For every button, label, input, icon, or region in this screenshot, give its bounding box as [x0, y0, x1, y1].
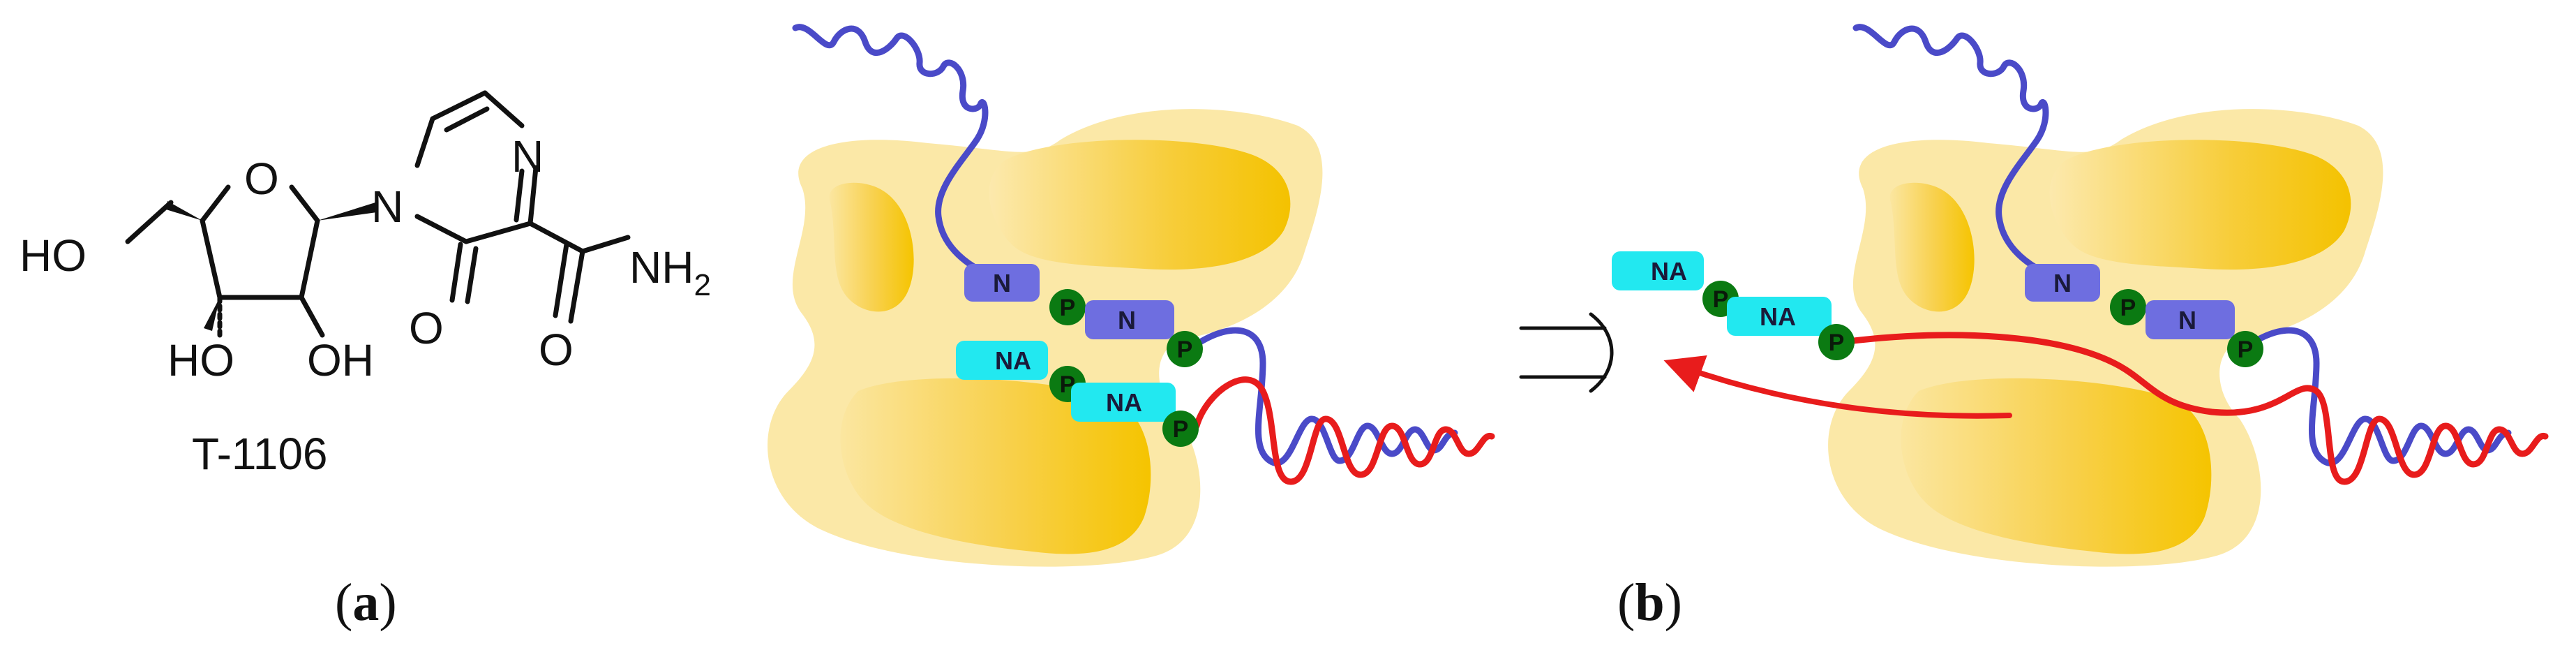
atom-nh: NH — [629, 242, 694, 293]
enzyme-lobe-lower — [840, 378, 1151, 554]
scene-left-incorporation: N P N P NA P NA P — [767, 24, 1495, 567]
panel-label-b: (b) — [1617, 573, 1682, 632]
wedge-bond-c2 — [204, 297, 220, 331]
nucleotide-box-right-1: N P — [2025, 264, 2146, 325]
panel-a-structure: HO O N N O O NH2 HO OH T-1106 (a) — [20, 90, 711, 632]
product-strand-left — [1193, 376, 1495, 485]
enzyme-lobe-upper-left-r — [1889, 182, 1975, 312]
scene-right-release: N P N P NA P NA P — [1612, 24, 2549, 567]
svg-text:NA: NA — [1106, 388, 1142, 417]
atom-ho-left: HO — [20, 230, 87, 281]
nucleotide-box-right-2: N P — [2146, 300, 2263, 367]
enzyme-lobe-upper-left — [829, 182, 914, 312]
svg-text:N: N — [2053, 269, 2072, 297]
molecule-atoms: HO O N N O O NH2 HO OH — [20, 131, 711, 385]
molecule-bonds — [125, 90, 631, 339]
product-strand-right — [1839, 332, 2549, 485]
enzyme-lobe-upper-right-r — [2049, 140, 2351, 270]
svg-text:P: P — [1173, 416, 1189, 443]
svg-text:P: P — [2238, 337, 2254, 363]
svg-text:P: P — [2120, 295, 2136, 321]
svg-text:N: N — [2178, 306, 2196, 334]
nucleotide-box-left-1: N P — [964, 264, 1086, 325]
atom-oh-bottom: OH — [307, 335, 374, 385]
template-strand-right-tail — [2250, 327, 2512, 466]
enzyme-lobe-upper-right — [989, 140, 1291, 270]
svg-text:P: P — [1713, 286, 1729, 313]
atom-nh2-subscript: 2 — [694, 268, 710, 302]
svg-text:P: P — [1060, 295, 1076, 321]
release-arrow — [1663, 355, 2012, 419]
analog-box-left-1: NA P — [956, 341, 1086, 402]
analog-box-left-2: NA P — [1071, 383, 1199, 447]
wedge-bond-c1 — [317, 202, 377, 221]
atom-ring-o: O — [244, 154, 279, 204]
enzyme-lobe-lower-r — [1901, 378, 2212, 554]
svg-text:N: N — [1118, 306, 1136, 334]
svg-text:N: N — [993, 269, 1011, 297]
panel-label-a: (a) — [335, 573, 397, 632]
svg-text:P: P — [1177, 337, 1193, 363]
atom-n4: N — [511, 131, 544, 182]
implies-arrow — [1519, 312, 1614, 393]
released-analog-box-1: NA P — [1612, 251, 1739, 317]
svg-text:NA: NA — [995, 346, 1031, 375]
compound-name: T-1106 — [192, 429, 328, 479]
svg-text:NA: NA — [1760, 302, 1796, 331]
nucleotide-box-left-2: N P — [1085, 300, 1203, 367]
template-strand-right — [1852, 24, 2049, 276]
svg-text:P: P — [1829, 330, 1845, 356]
atom-amide-o: O — [539, 325, 574, 375]
template-strand-left-tail — [1197, 327, 1458, 466]
atom-carbonyl-o: O — [409, 303, 444, 353]
atom-nh2: NH2 — [629, 242, 711, 302]
released-analog-box-2: NA P — [1727, 297, 1855, 360]
atom-ho-bottom: HO — [167, 335, 234, 385]
svg-text:NA: NA — [1651, 257, 1687, 286]
template-strand-left — [792, 24, 989, 276]
wedge-bond-c4 — [166, 201, 202, 221]
atom-n1: N — [371, 182, 403, 232]
